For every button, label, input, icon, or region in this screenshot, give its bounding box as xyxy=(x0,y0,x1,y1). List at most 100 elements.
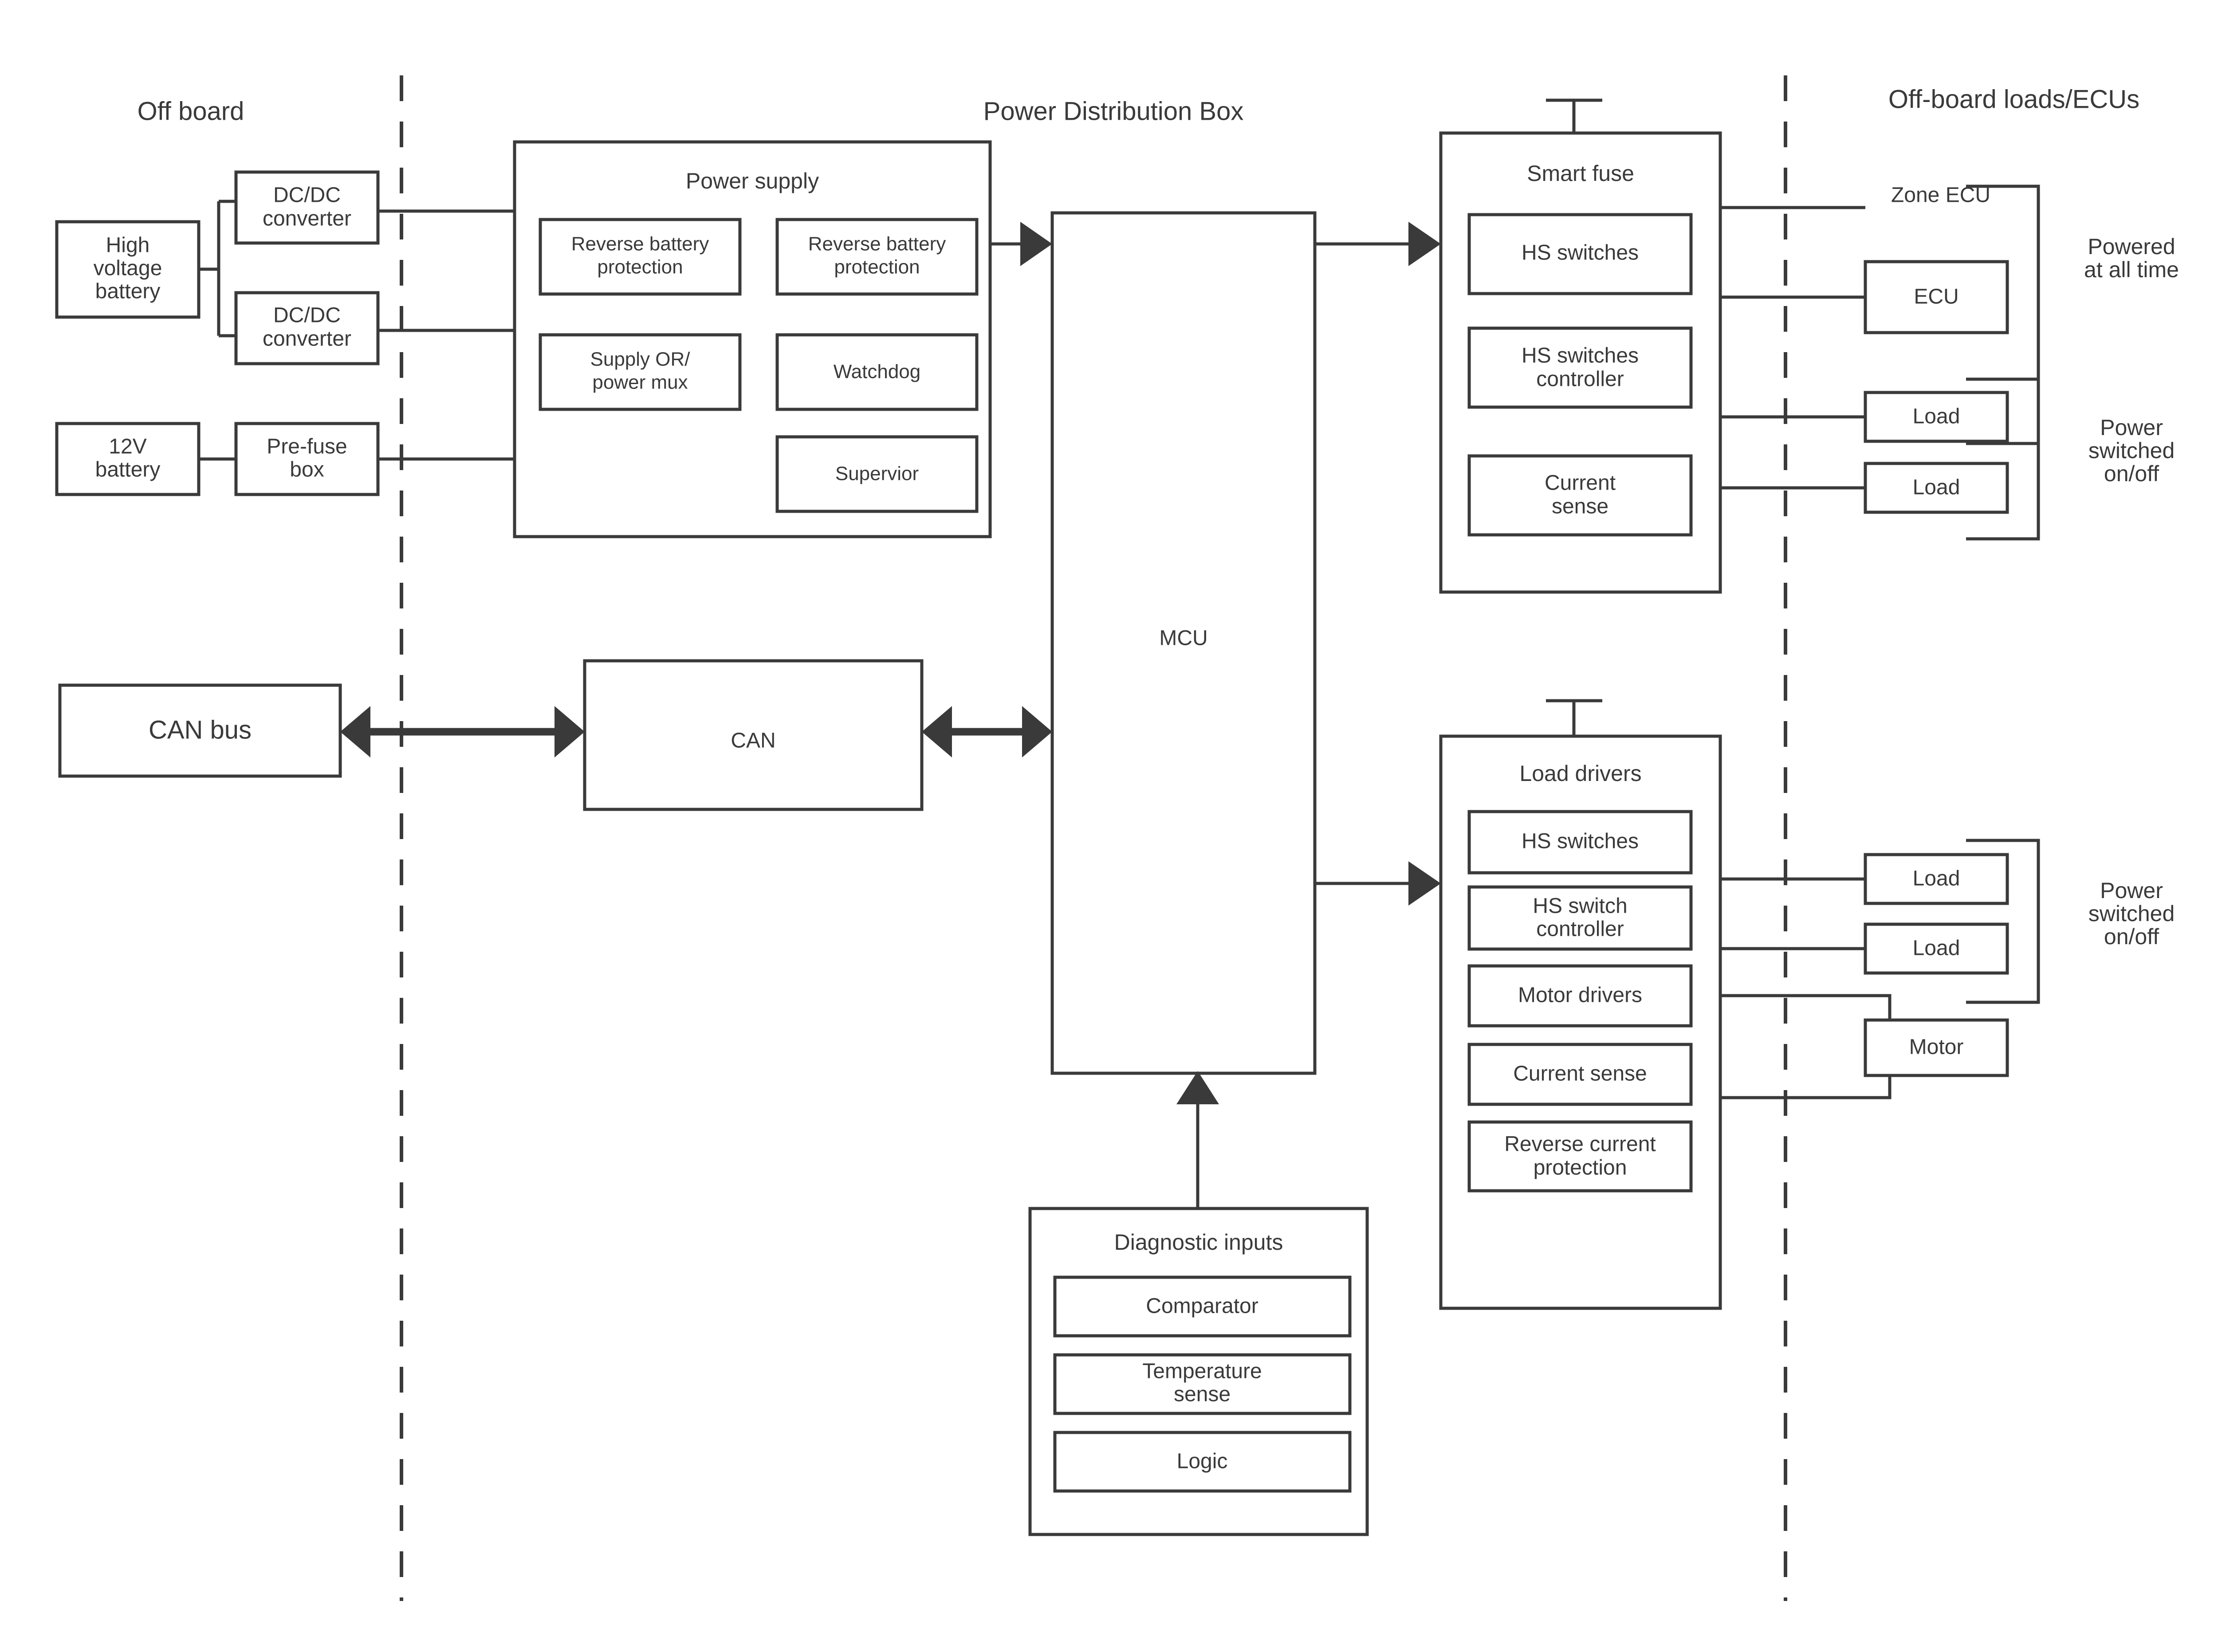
load-box-1 xyxy=(1864,391,2009,443)
ps-block-2-label-2: protection xyxy=(834,256,920,278)
column-title-off-board: Off board xyxy=(138,97,244,126)
bracket-label-switched-bottom-2: switched xyxy=(2088,901,2175,926)
smart-fuse-block-hs-switches xyxy=(1467,213,1693,295)
dcdc-converter-1-label-1: DC/DC xyxy=(273,184,341,207)
power-supply-block-watchdog xyxy=(775,333,979,411)
ecu-label: ECU xyxy=(1914,285,1958,309)
battery-12v-label-2: battery xyxy=(95,458,161,482)
load-3-label: Load xyxy=(1913,867,1960,891)
diagnostic-block-temperature-sense xyxy=(1053,1353,1352,1415)
ps-block-1-label-1: Reverse battery xyxy=(571,233,709,255)
ld-block-2-label-2: controller xyxy=(1536,918,1624,941)
power-supply-group xyxy=(513,140,992,538)
diagnostic-block-comparator xyxy=(1053,1275,1352,1338)
ps-block-5-label-1: Supervior xyxy=(835,463,919,485)
can-box xyxy=(583,659,924,811)
column-title-power-distribution-box: Power Distribution Box xyxy=(983,97,1244,126)
pre-fuse-box-label-1: Pre-fuse xyxy=(267,435,347,459)
ps-block-2-label-1: Reverse battery xyxy=(808,233,946,255)
power-supply-title: Power supply xyxy=(686,169,819,193)
arrowhead-diagnostic-to-mcu xyxy=(1176,1071,1219,1104)
ps-block-1-label-2: protection xyxy=(597,256,683,278)
load-box-3 xyxy=(1864,853,2009,905)
di-block-2-label-1: Temperature xyxy=(1142,1360,1262,1383)
wire-load-drivers-to-motor-top xyxy=(1720,994,1892,1020)
di-block-3-label-1: Logic xyxy=(1177,1450,1228,1473)
mcu-box xyxy=(1050,211,1317,1075)
load-box-4 xyxy=(1864,922,2009,975)
arrowhead-can-right xyxy=(554,706,585,757)
power-supply-block-supervior xyxy=(775,435,979,513)
diagnostic-block-logic xyxy=(1053,1431,1352,1493)
smart-fuse-group xyxy=(1439,131,1722,594)
arrowhead-power-supply-to-mcu xyxy=(1020,222,1052,266)
dcdc-converter-1-label-2: converter xyxy=(263,207,351,231)
ps-block-4-label-1: Watchdog xyxy=(834,361,920,383)
smart-fuse-title: Smart fuse xyxy=(1527,161,1634,186)
bracket-label-switched-bottom-1: Power xyxy=(2100,878,2163,903)
diagnostic-inputs-title: Diagnostic inputs xyxy=(1114,1230,1283,1255)
mcu-label: MCU xyxy=(1159,627,1207,650)
bracket-power-switched-bottom xyxy=(1966,839,2040,1004)
high-voltage-battery-label-2: voltage xyxy=(94,257,162,280)
di-block-1-label-1: Comparator xyxy=(1146,1295,1258,1318)
high-voltage-battery-label-3: battery xyxy=(95,280,161,303)
high-voltage-battery-label-1: High xyxy=(106,234,150,257)
power-supply-block-supply-or-power-mux xyxy=(539,333,742,411)
bracket-label-powered-1: Powered xyxy=(2088,234,2175,259)
pre-fuse-box-label-2: box xyxy=(290,458,324,482)
load-box-2 xyxy=(1864,462,2009,514)
arrowhead-mcu-right xyxy=(1022,706,1052,757)
load-drivers-block-reverse-current-protection xyxy=(1467,1120,1693,1193)
ld-block-2-label-1: HS switch xyxy=(1533,895,1627,918)
arrowhead-can-left xyxy=(340,706,370,757)
ld-block-5-label-2: protection xyxy=(1534,1156,1627,1180)
bracket-power-switched-top xyxy=(1966,377,2040,541)
load-drivers-block-hs-switches xyxy=(1467,810,1693,875)
load-drivers-title: Load drivers xyxy=(1519,761,1641,786)
arrowhead-mcu-to-smart-fuse xyxy=(1408,222,1441,266)
bracket-label-switched-bottom-3: on/off xyxy=(2104,924,2159,949)
power-supply-block-reverse-battery-protection-2 xyxy=(775,218,979,296)
arrowhead-mcu-left xyxy=(922,706,952,757)
battery-12v-label-1: 12V xyxy=(109,435,146,459)
load-drivers-block-motor-drivers xyxy=(1467,964,1693,1028)
ecu-box xyxy=(1864,260,2009,334)
dcdc-converter-2-box xyxy=(234,291,380,365)
can-label: CAN xyxy=(731,729,775,753)
diagnostic-inputs-group xyxy=(1028,1207,1369,1536)
load-drivers-block-current-sense xyxy=(1467,1043,1693,1106)
dcdc-converter-2-label-1: DC/DC xyxy=(273,304,341,327)
smart-fuse-block-hs-switches-controller xyxy=(1467,326,1693,409)
load-2-label: Load xyxy=(1913,476,1960,499)
motor-label: Motor xyxy=(1909,1036,1964,1059)
sf-block-3-label-1: Current xyxy=(1545,471,1616,495)
dcdc-converter-2-label-2: converter xyxy=(263,327,351,351)
wire-load-drivers-to-motor-bottom xyxy=(1720,1075,1892,1099)
bracket-powered-at-all-time xyxy=(1966,184,2040,445)
sf-block-2-label-2: controller xyxy=(1536,368,1624,391)
load-drivers-block-hs-switch-controller xyxy=(1467,885,1693,951)
motor-box xyxy=(1864,1018,2009,1077)
sf-block-1-label-1: HS switches xyxy=(1522,241,1639,265)
column-title-off-board-loads: Off-board loads/ECUs xyxy=(1888,85,2139,114)
load-1-label: Load xyxy=(1913,405,1960,428)
ld-block-4-label-1: Current sense xyxy=(1513,1062,1647,1086)
bracket-label-powered-2: at all time xyxy=(2084,257,2179,282)
bracket-label-switched-top-2: switched xyxy=(2088,438,2175,463)
ps-block-3-label-1: Supply OR/ xyxy=(590,349,691,370)
bracket-label-switched-top-3: on/off xyxy=(2104,461,2159,486)
sf-block-2-label-1: HS switches xyxy=(1522,344,1639,368)
ps-block-3-label-2: power mux xyxy=(592,372,688,393)
can-bus-label: CAN bus xyxy=(149,715,252,744)
arrowhead-mcu-to-load-drivers xyxy=(1408,861,1441,906)
can-bus-box xyxy=(58,683,342,778)
power-supply-block-reverse-battery-protection-1 xyxy=(539,218,742,296)
dcdc-converter-1-box xyxy=(234,170,380,245)
ld-block-1-label-1: HS switches xyxy=(1522,830,1639,853)
load-drivers-group xyxy=(1439,734,1722,1310)
ld-block-3-label-1: Motor drivers xyxy=(1518,984,1642,1007)
bracket-label-switched-top-1: Power xyxy=(2100,415,2163,440)
